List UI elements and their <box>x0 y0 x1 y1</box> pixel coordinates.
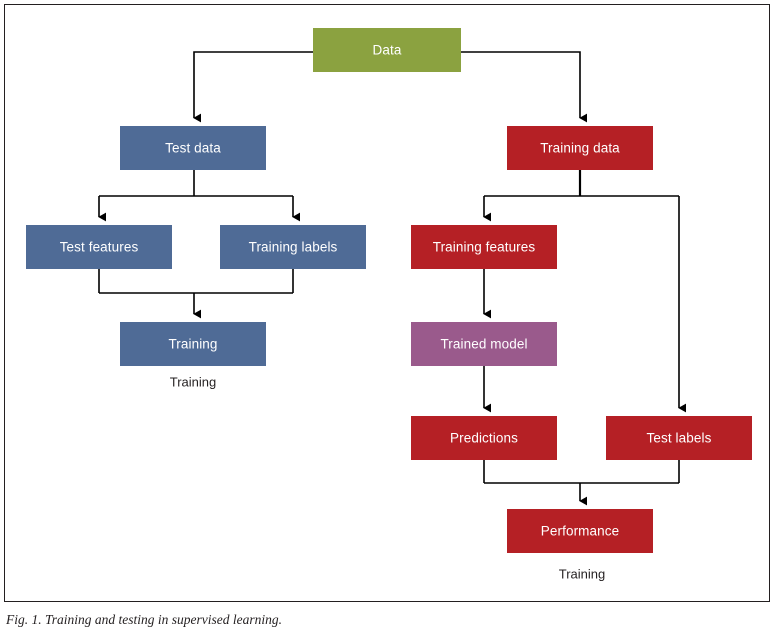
node-layer: Data Test data Training data Test featur… <box>26 28 752 553</box>
node-predictions[interactable]: Predictions <box>411 416 557 460</box>
flowchart-canvas: Data Test data Training data Test featur… <box>26 28 752 581</box>
node-test-data-label: Test data <box>165 141 221 156</box>
node-test-data-box[interactable] <box>120 126 266 170</box>
node-predictions-box[interactable] <box>411 416 557 460</box>
annotation-training-left: Training <box>170 374 216 389</box>
node-performance-box[interactable] <box>507 509 653 553</box>
figure-frame <box>4 4 770 602</box>
node-test-labels-box[interactable] <box>606 416 752 460</box>
node-test-features-box[interactable] <box>26 225 172 269</box>
node-training-labels[interactable]: Training labels <box>220 225 366 269</box>
node-data-box[interactable] <box>313 28 461 72</box>
connector-layer <box>98 51 687 506</box>
node-data-label: Data <box>373 43 402 58</box>
annotation-layer: Training Training <box>170 374 605 581</box>
node-training-left-label: Training <box>168 337 217 352</box>
node-data[interactable]: Data <box>313 28 461 72</box>
node-training-data-box[interactable] <box>507 126 653 170</box>
node-training-features-box[interactable] <box>411 225 557 269</box>
node-test-labels[interactable]: Test labels <box>606 416 752 460</box>
figure-caption: Fig. 1. Training and testing in supervis… <box>6 612 282 627</box>
node-performance-label: Performance <box>541 524 619 539</box>
node-training-left-box[interactable] <box>120 322 266 366</box>
node-training-data-label: Training data <box>540 141 620 156</box>
edge-data-to-training-data <box>461 51 588 123</box>
node-performance[interactable]: Performance <box>507 509 653 553</box>
node-test-features-label: Test features <box>60 240 139 255</box>
node-test-labels-label: Test labels <box>647 431 712 446</box>
node-training-left[interactable]: Training <box>120 322 266 366</box>
edge-data-to-test-data <box>193 51 313 123</box>
node-training-data[interactable]: Training data <box>507 126 653 170</box>
annotation-training-right: Training <box>559 566 605 581</box>
node-training-features-label: Training features <box>433 240 536 255</box>
node-trained-model-box[interactable] <box>411 322 557 366</box>
node-training-features[interactable]: Training features <box>411 225 557 269</box>
node-trained-model-label: Trained model <box>440 337 527 352</box>
node-test-features[interactable]: Test features <box>26 225 172 269</box>
node-predictions-label: Predictions <box>450 431 518 446</box>
node-training-labels-label: Training labels <box>249 240 338 255</box>
node-training-labels-box[interactable] <box>220 225 366 269</box>
node-test-data[interactable]: Test data <box>120 126 266 170</box>
node-trained-model[interactable]: Trained model <box>411 322 557 366</box>
